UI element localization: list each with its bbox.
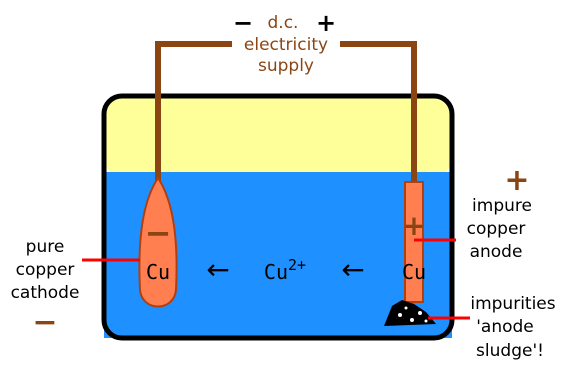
supply-label-electricity: electricity [244, 35, 328, 55]
anode-polarity-sign: + [504, 163, 529, 198]
supply-label-dc: d.c. [268, 13, 299, 33]
copper-ion-symbol: Cu [264, 260, 288, 284]
anode-wire [340, 41, 417, 210]
cathode-label-line2: copper [16, 260, 75, 280]
copper-ion-charge: 2+ [288, 256, 306, 274]
anode-ion: Cu [402, 260, 426, 284]
cathode-polarity-sign: − [32, 305, 57, 340]
anode-label-line3: anode [470, 242, 523, 262]
tank-outline [101, 93, 455, 341]
anode-sludge [384, 300, 436, 326]
supply-positive-sign: + [316, 9, 336, 37]
cathode-label-line1: pure [26, 237, 65, 257]
anode-label-line1: impure [472, 196, 532, 216]
sludge-label-line1: impurities [470, 294, 555, 314]
sludge-label-line3: sludge'! [476, 341, 544, 361]
tank-air-space [104, 96, 452, 176]
impure-copper-anode [404, 181, 424, 303]
pure-copper-cathode [138, 176, 178, 308]
arrow-to-cathode: ← [206, 253, 229, 286]
anode-electrode-sign: + [402, 209, 425, 242]
sludge-label-line2: 'anode [476, 317, 534, 337]
cathode-ion: Cu [146, 260, 170, 284]
anode-label-line2: copper [467, 219, 526, 239]
copper-ion: Cu2+ [264, 256, 306, 284]
supply-label-supply: supply [258, 56, 314, 76]
arrow-from-anode: ← [341, 253, 364, 286]
cathode-electrode-sign: − [145, 214, 172, 252]
cathode-label-line3: cathode [11, 283, 80, 303]
cathode-wire [155, 41, 232, 210]
supply-negative-sign: − [233, 9, 253, 37]
